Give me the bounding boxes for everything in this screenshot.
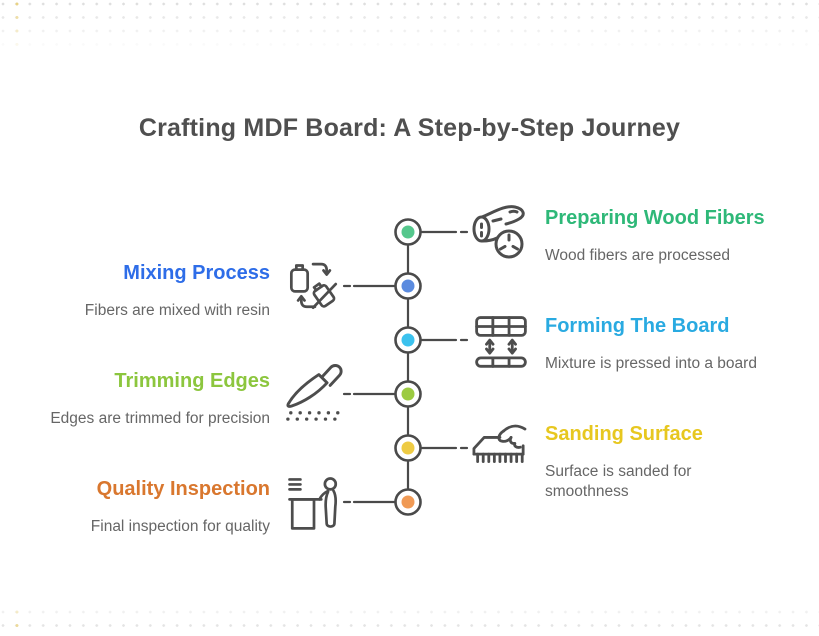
step-description: Wood fibers are processed: [545, 247, 730, 264]
timeline-node-5-dot: [401, 441, 415, 455]
step-description: Final inspection for quality: [90, 518, 270, 535]
sanding-hand-icon: [472, 424, 527, 463]
step-quality-inspection: Quality Inspection Final inspection for …: [91, 477, 270, 537]
timeline-node-6: [394, 488, 422, 516]
step-description: Surface is sanded for smoothness: [545, 463, 692, 500]
step-title: Preparing Wood Fibers: [545, 207, 765, 229]
step-title: Trimming Edges: [114, 370, 270, 392]
step-description: Edges are trimmed for precision: [50, 410, 270, 427]
accent-dot-column: [10, 0, 24, 52]
step-description: Fibers are mixed with resin: [84, 302, 270, 319]
step-forming-the-board: Forming The Board Mixture is pressed int…: [545, 314, 757, 374]
inspector-desk-icon: [288, 477, 338, 530]
timeline-node-1-dot: [401, 225, 415, 239]
timeline-node-2-dot: [401, 279, 415, 293]
timeline-node-1: [394, 218, 422, 246]
accent-dot-column: [10, 600, 24, 636]
page-title: Crafting MDF Board: A Step-by-Step Journ…: [138, 114, 681, 142]
knife-icon: [286, 364, 343, 421]
step-preparing-wood-fibers: Preparing Wood Fibers Wood fibers are pr…: [545, 206, 765, 266]
board-press-icon: [475, 316, 527, 368]
dot-grid-top: [0, 0, 819, 52]
timeline-node-4: [394, 380, 422, 408]
mixing-cycle-icon: [289, 262, 338, 310]
wood-log-icon: [472, 205, 525, 259]
step-sanding-surface: Sanding Surface Surface is sanded for sm…: [545, 422, 723, 502]
step-title: Quality Inspection: [96, 478, 270, 500]
dot-grid-pattern: [0, 0, 819, 52]
dot-grid-pattern: [0, 600, 819, 636]
step-title: Sanding Surface: [545, 423, 703, 445]
step-trimming-edges: Trimming Edges Edges are trimmed for pre…: [50, 369, 270, 429]
step-title: Forming The Board: [545, 315, 730, 337]
step-mixing-process: Mixing Process Fibers are mixed with res…: [85, 261, 270, 321]
dot-grid-bottom: [0, 600, 819, 636]
step-title: Mixing Process: [123, 262, 270, 284]
timeline-node-6-dot: [401, 495, 415, 509]
timeline-node-5: [394, 434, 422, 462]
timeline-node-3-dot: [401, 333, 415, 347]
timeline-node-3: [394, 326, 422, 354]
timeline-node-4-dot: [401, 387, 415, 401]
step-description: Mixture is pressed into a board: [545, 355, 757, 372]
timeline-node-2: [394, 272, 422, 300]
